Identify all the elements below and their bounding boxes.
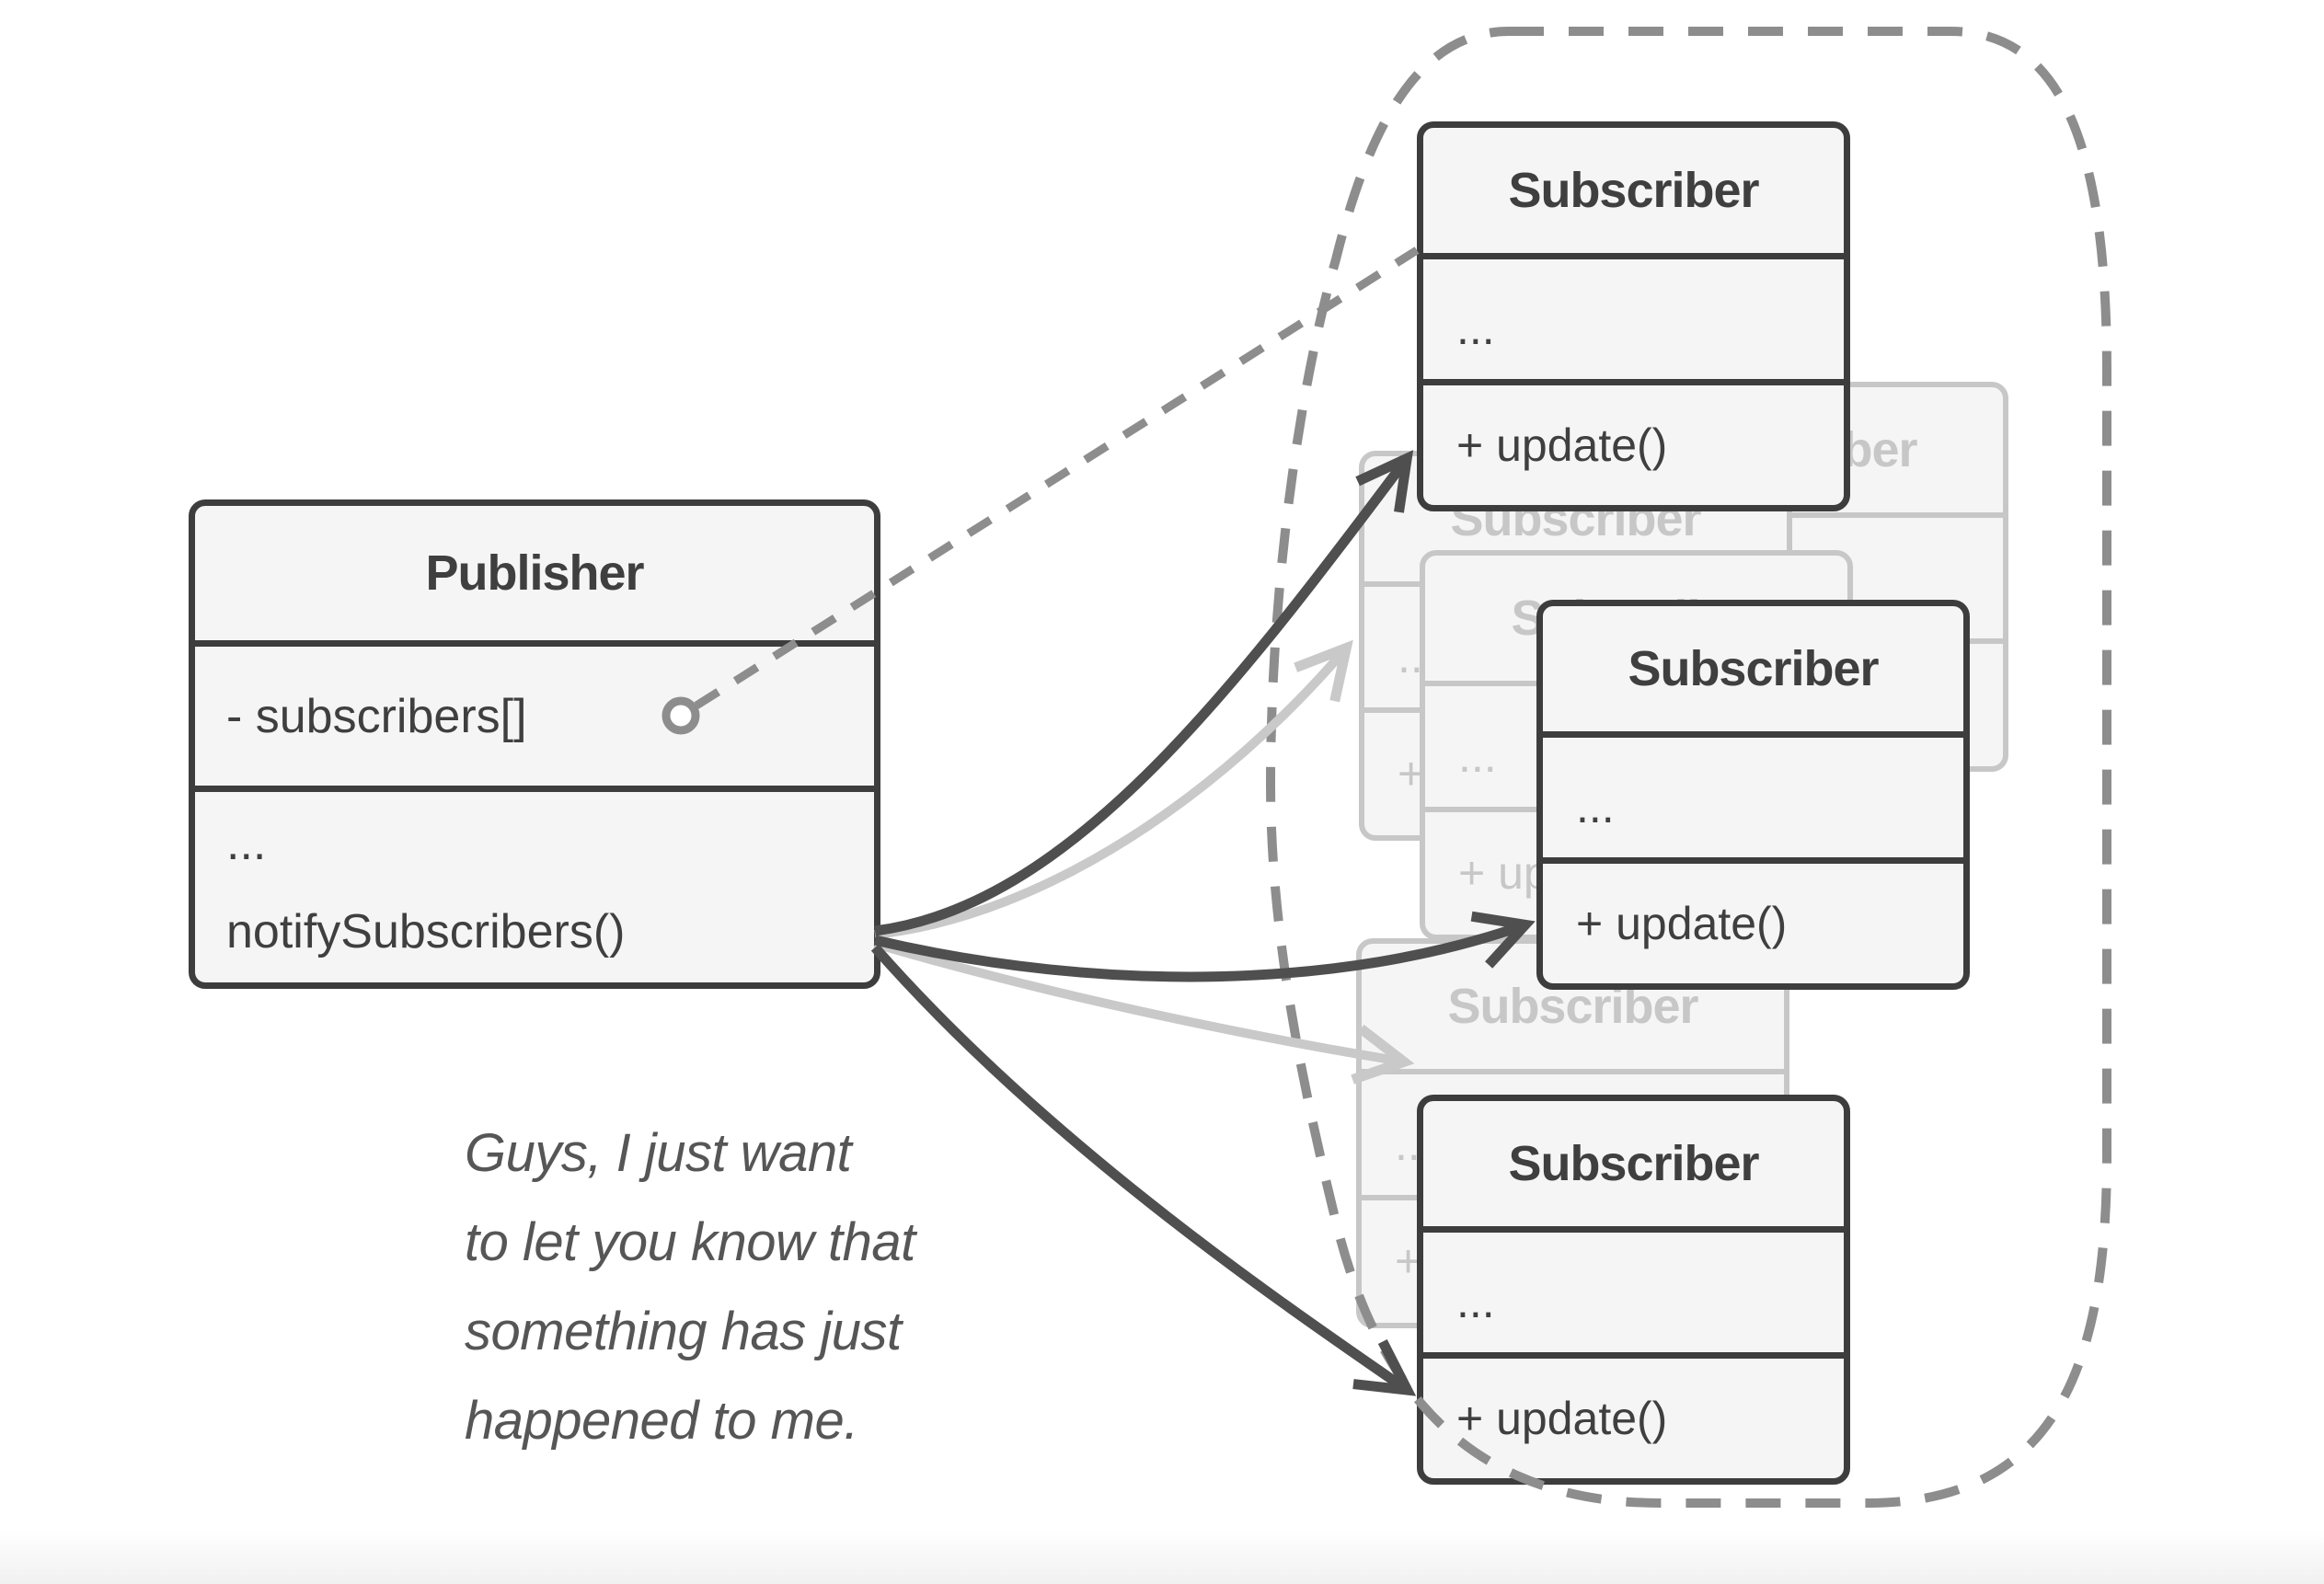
- subscriber-update-method: + update(): [1423, 379, 1844, 505]
- publisher-notify-method: notifySubscribers(): [226, 905, 626, 958]
- subscriber-title: Subscriber: [1508, 1136, 1759, 1191]
- note-line: Guys, I just want: [465, 1123, 852, 1183]
- subscriber-ellipsis: ...: [1423, 253, 1844, 379]
- subscriber-update-method: + update(): [1423, 1352, 1844, 1478]
- subscriber-card-top: Subscriber ... + update(): [1417, 121, 1850, 511]
- publisher-attribute: - subscribers[]: [195, 640, 874, 786]
- note-line: something has just: [465, 1302, 902, 1361]
- note-line: to let you know that: [465, 1212, 915, 1272]
- notify-arrow-light: [873, 939, 1415, 1085]
- notify-arrow-dark: [874, 450, 1414, 936]
- subscriber-title: Subscriber: [1628, 641, 1879, 696]
- publisher-methods: ... notifySubscribers(): [195, 786, 874, 982]
- publisher-speech-note: Guys, I just want to let you know that s…: [465, 1108, 915, 1465]
- subscriber-update-method: + update(): [1543, 857, 1963, 983]
- subscriber-title: Subscriber: [1508, 163, 1759, 218]
- subscriber-ellipsis: ...: [1543, 731, 1963, 857]
- bottom-edge-strip: [0, 1529, 2324, 1584]
- subscriber-card-middle: Subscriber ... + update(): [1536, 600, 1970, 990]
- publisher-title: Publisher: [425, 545, 644, 601]
- publisher-card: Publisher - subscribers[] ... notifySubs…: [189, 499, 880, 989]
- publisher-ellipsis: ...: [226, 817, 267, 870]
- subscriber-card-bottom: Subscriber ... + update(): [1417, 1095, 1850, 1485]
- note-line: happened to me.: [465, 1391, 858, 1451]
- notify-arrow-dark: [870, 944, 1417, 1396]
- subscriber-ellipsis: ...: [1423, 1226, 1844, 1352]
- notify-arrow-light: [874, 639, 1353, 939]
